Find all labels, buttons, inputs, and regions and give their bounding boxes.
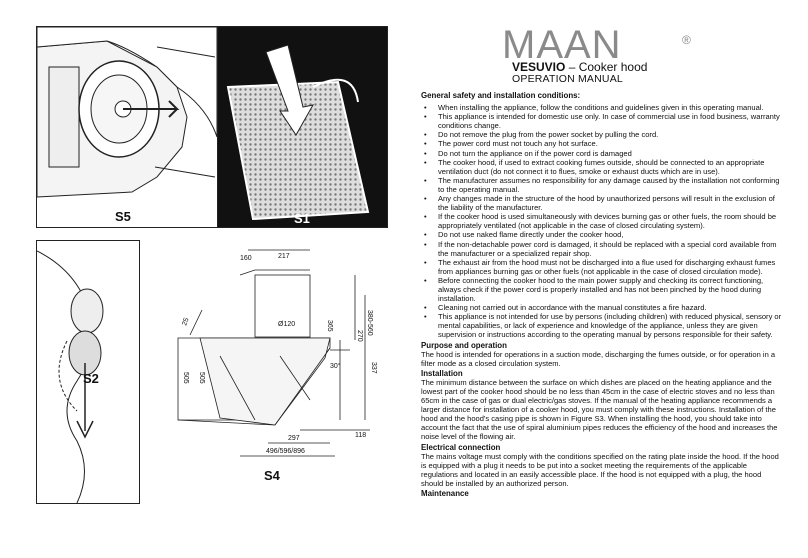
s1-illustration	[218, 27, 387, 227]
installation-text: The minimum distance between the surface…	[421, 377, 778, 442]
dim-380-560: 380-560	[366, 310, 373, 336]
general-heading: General safety and installation conditio…	[421, 91, 581, 100]
purpose-heading: Purpose and operation	[421, 340, 507, 350]
list-item: The exhaust air from the hood must not b…	[421, 258, 783, 276]
product-name: VESUVIO	[512, 60, 566, 74]
document-title: OPERATION MANUAL	[512, 73, 623, 85]
list-item: Any changes made in the structure of the…	[421, 194, 783, 212]
figure-s1: S1	[217, 26, 388, 228]
dim-505-left: 505	[182, 372, 189, 384]
dim-118: 118	[355, 432, 366, 439]
dim-337: 337	[370, 362, 377, 374]
list-item: The manufacturer assumes no responsibili…	[421, 176, 783, 194]
list-item: Do not turn the appliance on if the powe…	[421, 149, 783, 158]
list-item: When installing the appliance, follow th…	[421, 103, 783, 112]
maan-logo-mark: MAAN ®	[502, 23, 691, 67]
manual-text: General safety and installation conditio…	[421, 90, 783, 498]
list-item: Cleaning not carried out in accordance w…	[421, 303, 783, 312]
s4-dimension-drawing: 160 217 365 380-560 270 Ø120 25 30° 505 …	[177, 249, 377, 457]
figure-s2-label: S2	[83, 371, 99, 386]
dim-217: 217	[278, 253, 290, 260]
electrical-text: The mains voltage must comply with the c…	[421, 451, 779, 488]
electrical-heading: Electrical connection	[421, 442, 501, 452]
dim-25: 25	[181, 317, 190, 327]
s5-illustration	[37, 27, 217, 198]
purpose-text: The hood is intended for operations in a…	[421, 349, 776, 368]
general-list: When installing the appliance, follow th…	[421, 103, 783, 339]
product-type: – Cooker hood	[565, 60, 648, 74]
dim-120: Ø120	[278, 321, 295, 328]
dim-30-degrees: 30°	[330, 362, 341, 370]
figure-s2: S2	[36, 240, 140, 504]
figure-s5: S5	[36, 26, 218, 228]
list-item: This appliance is intended for domestic …	[421, 112, 783, 130]
list-item: The cooker hood, if used to extract cook…	[421, 158, 783, 176]
maintenance-heading: Maintenance	[421, 489, 469, 499]
dim-297: 297	[288, 435, 300, 442]
product-line: VESUVIO – Cooker hood	[512, 60, 647, 74]
figure-s4: 160 217 365 380-560 270 Ø120 25 30° 505 …	[160, 240, 390, 502]
dim-160: 160	[240, 255, 252, 262]
list-item: Do not remove the plug from the power so…	[421, 130, 783, 139]
s2-illustration	[37, 250, 104, 503]
figure-s4-label: S4	[264, 468, 280, 483]
figure-s5-label: S5	[115, 209, 131, 224]
list-item: If the non-detachable power cord is dama…	[421, 240, 783, 258]
logo-text: MAAN	[502, 23, 622, 67]
list-item: The power cord must not touch any hot su…	[421, 139, 783, 148]
installation-heading: Installation	[421, 368, 463, 378]
dim-widths: 496/596/896	[266, 448, 305, 455]
dim-270: 270	[356, 330, 363, 342]
list-item: Before connecting the cooker hood to the…	[421, 276, 783, 303]
list-item: This appliance is not intended for use b…	[421, 312, 783, 339]
dim-365: 365	[326, 320, 333, 332]
dim-505-right: 505	[198, 372, 205, 384]
list-item: Do not use naked flame directly under th…	[421, 230, 783, 239]
list-item: If the cooker hood is used simultaneousl…	[421, 212, 783, 230]
registered-mark: ®	[682, 33, 691, 47]
maan-logo: MAAN ®	[500, 22, 700, 68]
figure-s1-label: S1	[294, 211, 310, 226]
